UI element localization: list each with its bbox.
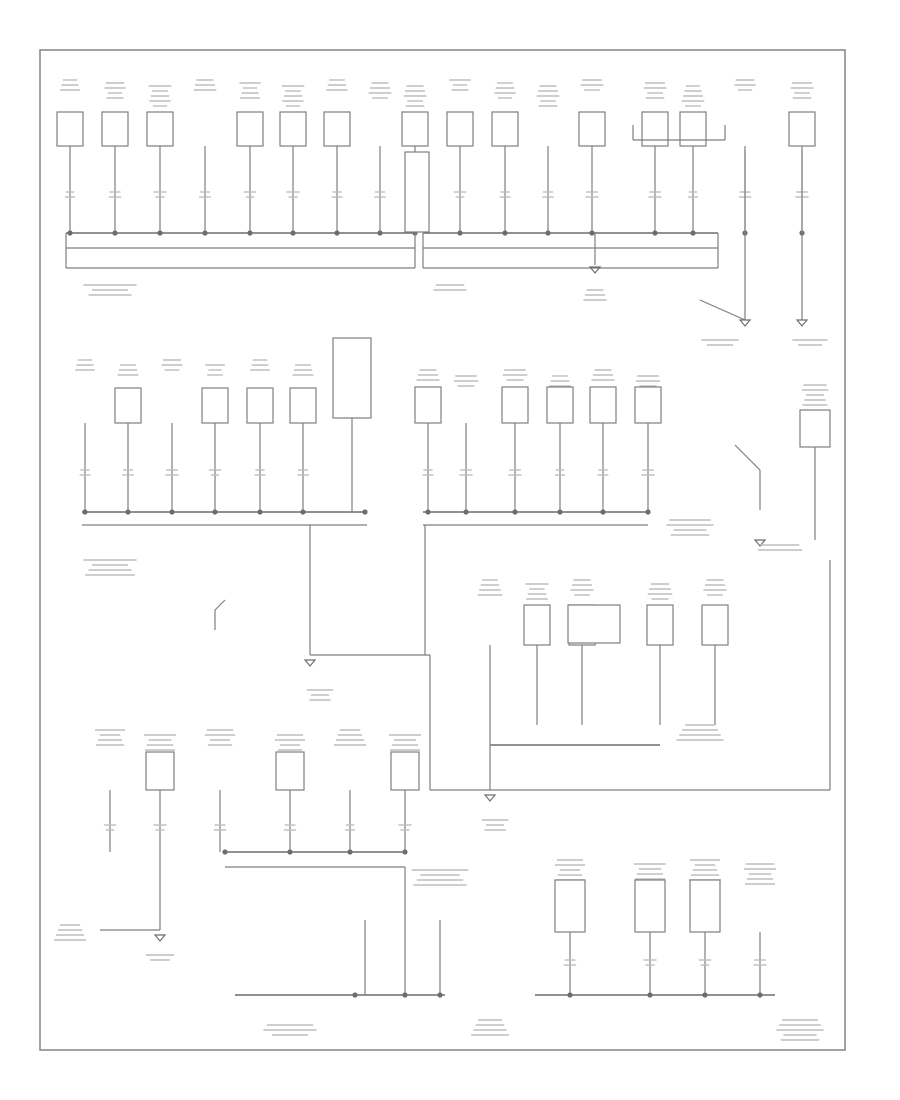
ground-symbol [795, 319, 809, 327]
splice-point [352, 992, 358, 998]
component-box [146, 111, 174, 147]
ground-symbol [303, 659, 317, 667]
component-box [390, 751, 420, 791]
ground-symbol [753, 539, 767, 547]
component-box [634, 879, 666, 933]
ground-symbol [153, 934, 167, 942]
switch-contact [734, 444, 761, 471]
component-box [799, 409, 831, 448]
ground-symbol [738, 319, 752, 327]
relay-box [332, 337, 372, 419]
component-box [641, 111, 669, 147]
component-box [279, 111, 307, 147]
component-box [567, 604, 621, 644]
component-box [414, 386, 442, 424]
splice-point [437, 992, 443, 998]
splice-point [347, 849, 353, 855]
component-box [546, 386, 574, 424]
component-box [554, 879, 586, 933]
component-box [646, 604, 674, 646]
component-box [275, 751, 305, 791]
ground-wire [699, 299, 746, 321]
component-box [145, 751, 175, 791]
component-box [578, 111, 606, 147]
component-box [788, 111, 816, 147]
switch-contact [214, 599, 226, 611]
component-box [101, 111, 129, 147]
component-box [246, 387, 274, 424]
ground-symbol [588, 266, 602, 274]
component-box [401, 111, 429, 147]
component-box [491, 111, 519, 147]
component-box [114, 387, 142, 424]
component-box [589, 386, 617, 424]
component-box [201, 387, 229, 424]
splice-point [402, 849, 408, 855]
component-box [701, 604, 729, 646]
component-box [446, 111, 474, 147]
component-box [634, 386, 662, 424]
ground-symbol [483, 794, 497, 802]
splice-point [287, 849, 293, 855]
component-box [689, 879, 721, 933]
component-box [679, 111, 707, 147]
component-box [236, 111, 264, 147]
splice-point [402, 992, 408, 998]
component-box [289, 387, 317, 424]
diagram-frame [39, 49, 846, 1051]
component-box [501, 386, 529, 424]
component-box [523, 604, 551, 646]
connector-block [404, 151, 430, 233]
component-box [323, 111, 351, 147]
splice-point [222, 849, 228, 855]
component-box [56, 111, 84, 147]
